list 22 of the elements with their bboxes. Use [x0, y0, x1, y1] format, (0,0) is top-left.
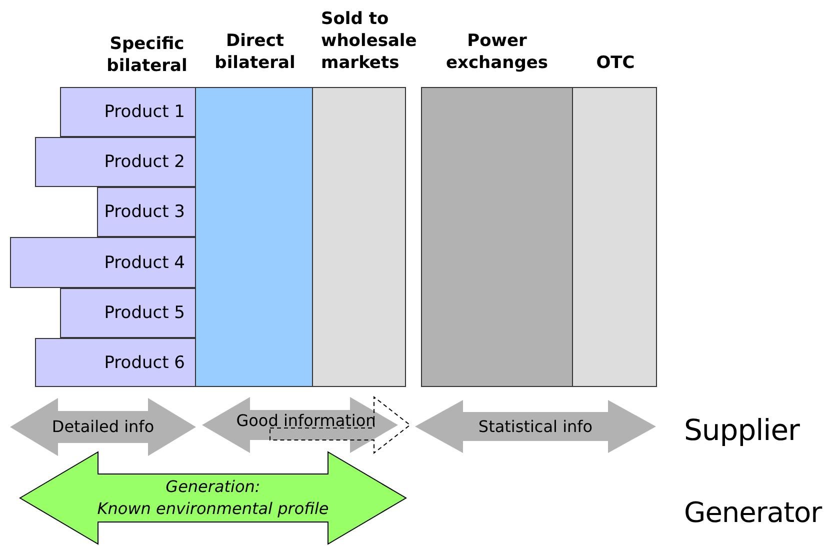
column-heading: Direct bilateral [214, 30, 296, 74]
role-label: Supplier [684, 412, 800, 449]
product-box: Product 5 [60, 288, 196, 338]
arrow-label: Detailed info [52, 416, 154, 438]
column-heading: OTC [595, 52, 636, 74]
role-label: Generator [684, 495, 822, 531]
arrow-label: Generation: [166, 476, 260, 498]
column-heading: Sold to wholesale markets [321, 8, 418, 74]
product-box: Product 1 [60, 87, 196, 137]
double-pointed-banner [10, 398, 196, 456]
arrow-label: Known environmental profile [97, 498, 329, 520]
arrow-label: Good information [236, 410, 376, 432]
double-pointed-banner [202, 397, 410, 453]
arrow-label: Statistical info [478, 416, 593, 438]
column-heading: Power exchanges [444, 30, 550, 74]
product-box: Product 3 [97, 187, 196, 237]
double-pointed-banner [415, 400, 656, 453]
product-box: Product 2 [35, 137, 196, 187]
product-box: Product 6 [35, 338, 196, 387]
product-box: Product 4 [10, 237, 196, 288]
double-pointed-banner [20, 452, 406, 544]
column-heading: Specific bilateral [106, 33, 188, 77]
